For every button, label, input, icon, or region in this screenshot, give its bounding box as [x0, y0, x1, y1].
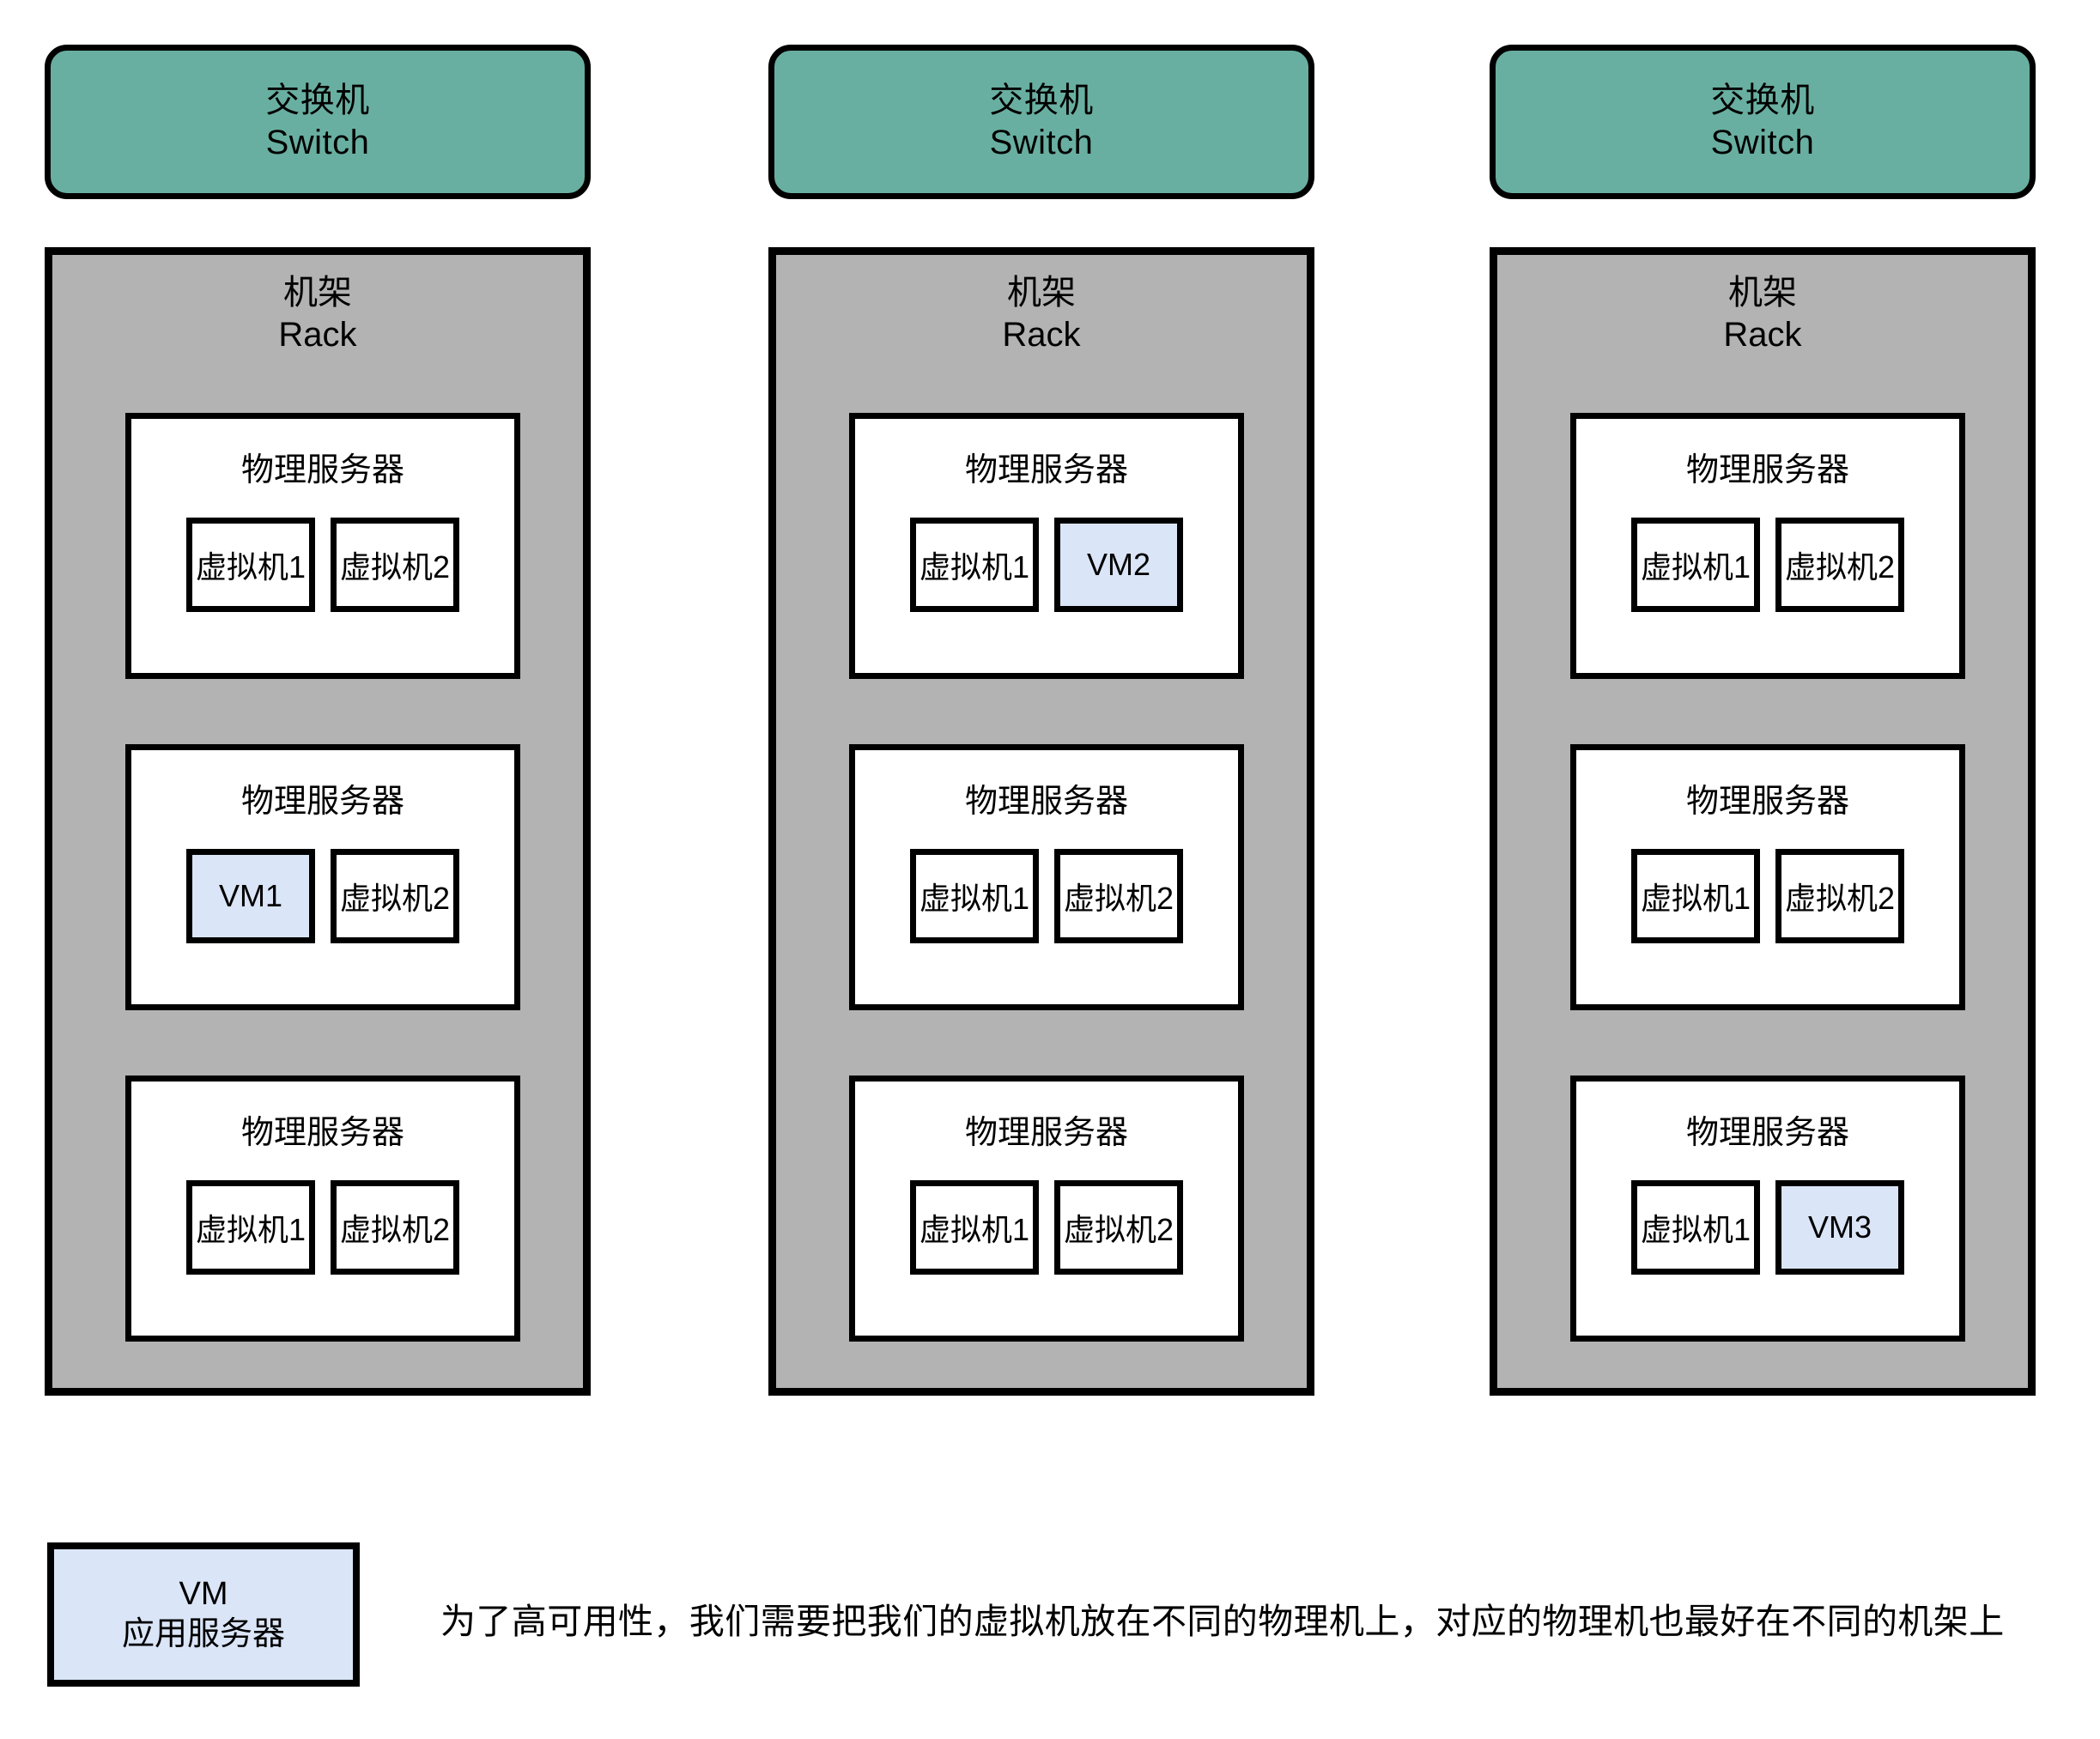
physical-server-title: 物理服务器 [964, 784, 1128, 820]
vm-row: 虚拟机1 虚拟机2 [186, 1180, 459, 1275]
rack-box-3[interactable]: 机架 Rack 物理服务器 虚拟机1 虚拟机2 物理服务器 虚拟机1 虚拟机2 [1490, 247, 2036, 1396]
physical-server-box[interactable]: 物理服务器 虚拟机1 虚拟机2 [1570, 744, 1965, 1010]
switch-label-zh: 交换机 [265, 82, 370, 120]
switch-label-zh: 交换机 [1710, 82, 1815, 120]
legend-box: VM 应用服务器 [47, 1542, 360, 1687]
rack-title-1: 机架 Rack [52, 272, 583, 356]
vm-box[interactable]: 虚拟机1 [1631, 518, 1760, 612]
physical-server-box[interactable]: 物理服务器 虚拟机1 VM3 [1570, 1076, 1965, 1342]
vm-box[interactable]: 虚拟机2 [1775, 518, 1904, 612]
rack-label-zh: 机架 [1007, 274, 1076, 312]
vm-row: 虚拟机1 VM3 [1631, 1180, 1904, 1275]
switch-label-en: Switch [1710, 124, 1815, 161]
rack-label-zh: 机架 [283, 274, 352, 312]
server-list-3: 物理服务器 虚拟机1 虚拟机2 物理服务器 虚拟机1 虚拟机2 物理服务器 [1570, 413, 1965, 1342]
vm-box[interactable]: 虚拟机2 [1775, 849, 1904, 943]
switch-box-2[interactable]: 交换机 Switch [768, 45, 1314, 199]
rack-title-2: 机架 Rack [776, 272, 1307, 356]
switch-box-1[interactable]: 交换机 Switch [45, 45, 591, 199]
rack-label-zh: 机架 [1728, 274, 1797, 312]
physical-server-title: 物理服务器 [1685, 784, 1849, 820]
rack-box-1[interactable]: 机架 Rack 物理服务器 虚拟机1 虚拟机2 物理服务器 VM1 虚拟机2 [45, 247, 591, 1396]
physical-server-title: 物理服务器 [240, 784, 404, 820]
physical-server-title: 物理服务器 [240, 452, 404, 488]
rack-title-3: 机架 Rack [1497, 272, 2028, 356]
rack-label-en: Rack [1002, 315, 1081, 354]
physical-server-box[interactable]: 物理服务器 虚拟机1 虚拟机2 [849, 1076, 1244, 1342]
vm-box[interactable]: 虚拟机2 [1054, 1180, 1183, 1275]
physical-server-title: 物理服务器 [964, 1115, 1128, 1151]
server-list-1: 物理服务器 虚拟机1 虚拟机2 物理服务器 VM1 虚拟机2 物理服务器 [125, 413, 520, 1342]
vm-row: 虚拟机1 虚拟机2 [186, 518, 459, 612]
vm-row: 虚拟机1 虚拟机2 [1631, 518, 1904, 612]
vm-box[interactable]: 虚拟机1 [1631, 1180, 1760, 1275]
server-list-2: 物理服务器 虚拟机1 VM2 物理服务器 虚拟机1 虚拟机2 物理服务器 [849, 413, 1244, 1342]
vm-box[interactable]: 虚拟机1 [186, 518, 315, 612]
vm-box[interactable]: 虚拟机1 [186, 1180, 315, 1275]
switch-label-zh: 交换机 [989, 82, 1094, 120]
physical-server-title: 物理服务器 [1685, 1115, 1849, 1151]
vm-box-highlighted[interactable]: VM3 [1775, 1180, 1904, 1275]
switch-label-en: Switch [989, 124, 1094, 161]
physical-server-box[interactable]: 物理服务器 虚拟机1 虚拟机2 [1570, 413, 1965, 679]
vm-box[interactable]: 虚拟机1 [910, 1180, 1039, 1275]
vm-box[interactable]: 虚拟机2 [331, 1180, 459, 1275]
vm-box[interactable]: 虚拟机2 [1054, 849, 1183, 943]
rack-label-en: Rack [278, 315, 357, 354]
physical-server-title: 物理服务器 [1685, 452, 1849, 488]
vm-box-highlighted[interactable]: VM2 [1054, 518, 1183, 612]
switch-label-en: Switch [265, 124, 370, 161]
vm-row: 虚拟机1 虚拟机2 [910, 849, 1183, 943]
diagram-caption: 为了高可用性，我们需要把我们的虚拟机放在不同的物理机上，对应的物理机也最好在不同… [440, 1602, 2005, 1641]
vm-row: VM1 虚拟机2 [186, 849, 459, 943]
vm-row: 虚拟机1 虚拟机2 [1631, 849, 1904, 943]
vm-box[interactable]: 虚拟机1 [910, 518, 1039, 612]
physical-server-box[interactable]: 物理服务器 VM1 虚拟机2 [125, 744, 520, 1010]
legend-label-vm: VM [179, 1575, 228, 1612]
physical-server-box[interactable]: 物理服务器 虚拟机1 虚拟机2 [125, 413, 520, 679]
physical-server-box[interactable]: 物理服务器 虚拟机1 虚拟机2 [125, 1076, 520, 1342]
legend-label-app-server: 应用服务器 [121, 1616, 285, 1652]
rack-label-en: Rack [1723, 315, 1802, 354]
physical-server-box[interactable]: 物理服务器 虚拟机1 虚拟机2 [849, 744, 1244, 1010]
physical-server-box[interactable]: 物理服务器 虚拟机1 VM2 [849, 413, 1244, 679]
vm-box-highlighted[interactable]: VM1 [186, 849, 315, 943]
switch-box-3[interactable]: 交换机 Switch [1490, 45, 2036, 199]
vm-row: 虚拟机1 VM2 [910, 518, 1183, 612]
vm-box[interactable]: 虚拟机2 [331, 518, 459, 612]
rack-box-2[interactable]: 机架 Rack 物理服务器 虚拟机1 VM2 物理服务器 虚拟机1 虚拟机2 [768, 247, 1314, 1396]
vm-row: 虚拟机1 虚拟机2 [910, 1180, 1183, 1275]
vm-box[interactable]: 虚拟机1 [910, 849, 1039, 943]
physical-server-title: 物理服务器 [964, 452, 1128, 488]
physical-server-title: 物理服务器 [240, 1115, 404, 1151]
vm-box[interactable]: 虚拟机1 [1631, 849, 1760, 943]
vm-box[interactable]: 虚拟机2 [331, 849, 459, 943]
